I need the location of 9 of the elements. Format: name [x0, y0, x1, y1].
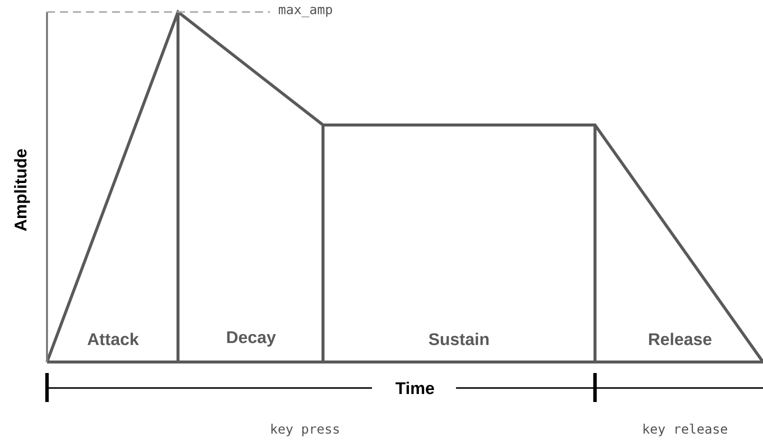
threshold-label: max_amp	[278, 6, 332, 18]
event-label: key press	[271, 424, 339, 436]
axis-label: Time	[396, 382, 434, 394]
phase-label: Sustain	[428, 332, 489, 346]
event-label: key release	[644, 424, 728, 436]
axis-label: Amplitude	[14, 149, 30, 231]
phase-label: Release	[649, 332, 712, 346]
phase-label: Decay	[227, 331, 276, 347]
phase-label: Attack	[88, 332, 139, 346]
